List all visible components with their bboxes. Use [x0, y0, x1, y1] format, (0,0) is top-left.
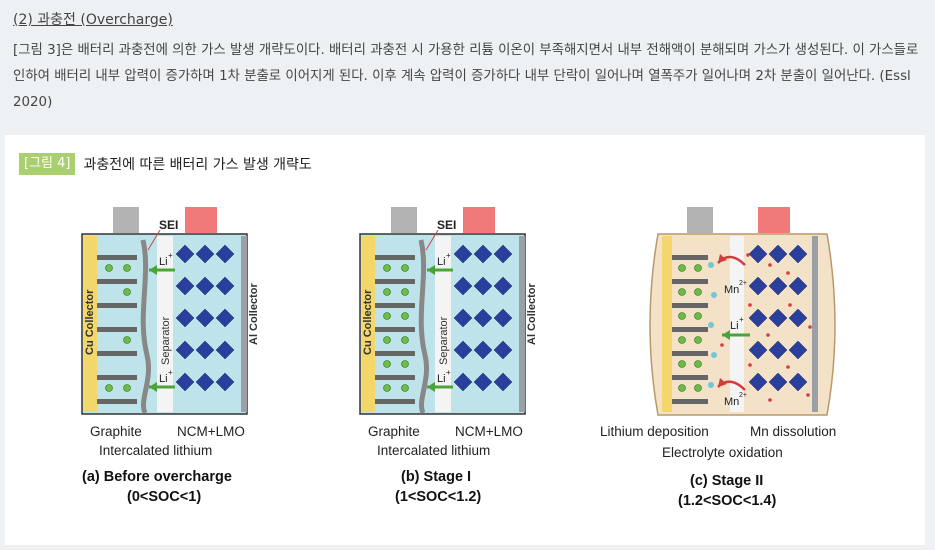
separator-label: Separator [438, 316, 450, 365]
figure-card: [그림 4] 과충전에 따른 배터리 가스 발생 개략도 Cu Collecto… [5, 135, 925, 545]
panel-soc: (0<SOC<1) [127, 489, 201, 505]
li-arrow-top-head [149, 265, 157, 275]
panel-title: (b) Stage I [401, 469, 471, 485]
panel-stage-1: Cu Collector SEI Separator [353, 195, 553, 525]
figure-tag: [그림 4] [19, 153, 76, 175]
lithium-deposition-label: Lithium deposition [600, 424, 709, 439]
sei-label: SEI [437, 218, 456, 232]
graphite-label: Graphite [368, 424, 420, 439]
mn-top-sup: 2+ [739, 280, 747, 287]
li-top-label: Li [159, 256, 168, 268]
positive-terminal [463, 207, 495, 233]
li-bottom-label: Li [159, 373, 168, 385]
li-arrow-bottom-head [427, 382, 435, 392]
ncm-lmo-cathode [453, 244, 513, 392]
negative-terminal [391, 207, 417, 233]
graphite-layers [97, 255, 137, 404]
cu-collector-label: Cu Collector [84, 289, 96, 355]
li-top-label: Li [437, 256, 446, 268]
cu-collector [84, 236, 97, 412]
positive-terminal [758, 207, 790, 233]
graphite-layers [672, 255, 708, 404]
separator [157, 236, 173, 412]
battery-diagram-a: Cu Collector SEI Separator [81, 207, 260, 505]
cu-collector-label: Cu Collector [362, 289, 374, 355]
ncm-lmo-label: NCM+LMO [177, 424, 245, 439]
electrolyte-oxidation-label: Electrolyte oxidation [662, 445, 783, 460]
lithium-deposition-dots [708, 262, 717, 388]
sei-label: SEI [159, 218, 178, 232]
li-top-plus: + [168, 251, 173, 260]
separator [435, 236, 451, 412]
al-collector-label: Al Collector [248, 283, 260, 345]
panel-title: (c) Stage II [690, 473, 763, 489]
intercalated-lithium-dots [678, 264, 702, 392]
body-paragraph: [그림 3]은 배터리 과충전에 의한 가스 발생 개략도이다. 배터리 과충전… [13, 43, 919, 110]
li-bottom-plus: + [168, 368, 173, 377]
separator-label: Separator [160, 316, 172, 365]
graphite-layers [375, 255, 415, 404]
section-title: (2) 과충전 (Overcharge) [13, 12, 173, 28]
panel-before-overcharge: Cu Collector SEI Separator [75, 195, 275, 525]
figure-label-row: [그림 4] 과충전에 따른 배터리 가스 발생 개략도 [19, 153, 312, 175]
panel-soc: (1<SOC<1.2) [395, 489, 481, 505]
cu-collector [662, 236, 672, 412]
ncm-lmo-cathode [175, 244, 235, 392]
battery-diagram-c: Mn 2+ Mn 2+ Li + Lithium deposition Mn d… [600, 207, 836, 509]
sei-layer [140, 239, 151, 415]
mn-dissolution-dots [720, 253, 812, 402]
ncm-lmo-cathode [748, 244, 808, 392]
mn-dissolution-label: Mn dissolution [750, 424, 836, 439]
li-plus: + [739, 315, 744, 324]
figure-caption: 과충전에 따른 배터리 가스 발생 개략도 [83, 157, 312, 173]
intercalated-lithium-dots [383, 264, 409, 392]
mn-top-label: Mn [724, 284, 739, 296]
ncm-lmo-label: NCM+LMO [455, 424, 523, 439]
al-collector [812, 236, 818, 412]
li-bottom-label: Li [437, 373, 446, 385]
li-bottom-plus: + [446, 368, 451, 377]
li-arrow-head [722, 330, 730, 340]
negative-terminal [113, 207, 139, 233]
mn-arrow-top-head [718, 254, 727, 263]
intercalated-lithium-dots [105, 264, 131, 392]
li-arrow-bottom-head [149, 382, 157, 392]
battery-diagram-b: Cu Collector SEI Separator [359, 207, 538, 505]
al-collector [519, 236, 525, 412]
panel-title: (a) Before overcharge [82, 469, 232, 485]
mn-arrow-bottom-head [718, 378, 727, 387]
al-collector-label: Al Collector [526, 283, 538, 345]
sei-layer [418, 239, 429, 415]
panel-soc: (1.2<SOC<1.4) [678, 493, 776, 509]
intercalated-label: Intercalated lithium [99, 443, 212, 458]
sei-pointer [147, 229, 161, 251]
positive-terminal [185, 207, 217, 233]
li-arrow-top-head [427, 265, 435, 275]
graphite-label: Graphite [90, 424, 142, 439]
al-collector [241, 236, 247, 412]
mn-bottom-sup: 2+ [739, 392, 747, 399]
intercalated-label: Intercalated lithium [377, 443, 490, 458]
negative-terminal [687, 207, 713, 233]
panel-stage-2: Mn 2+ Mn 2+ Li + Lithium deposition Mn d… [590, 195, 870, 525]
separator [730, 236, 744, 412]
li-label: Li [730, 320, 739, 332]
cu-collector [362, 236, 375, 412]
sei-pointer [425, 229, 439, 251]
mn-bottom-label: Mn [724, 396, 739, 408]
li-top-plus: + [446, 251, 451, 260]
